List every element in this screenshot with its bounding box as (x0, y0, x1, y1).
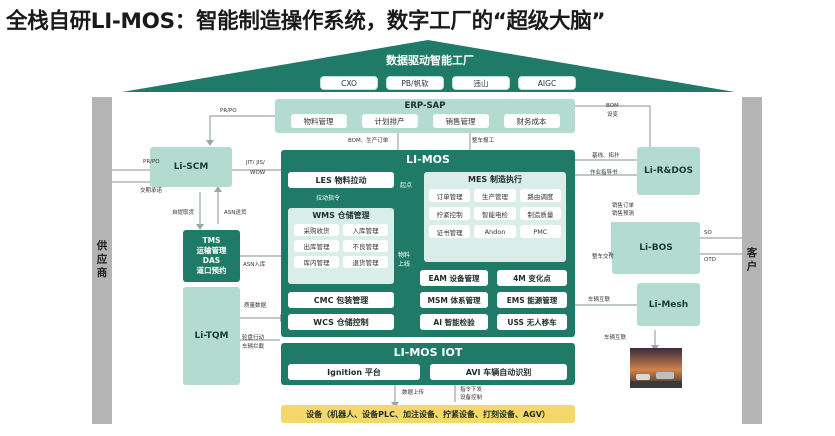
label-zhuishu: 车辆拦截 (242, 344, 265, 350)
label-shuju: 数据上传 (402, 390, 425, 396)
label-otd: OTD (704, 257, 716, 263)
li-scm-box: Li-SCM (150, 147, 232, 187)
erp-module-material: 物料管理 (290, 114, 347, 128)
label-shebei-kongzhi: 设备控制 (460, 395, 483, 401)
les-box: LES 物料拉动 (288, 172, 394, 188)
iot-avi: AVI 车辆自动识别 (430, 364, 567, 380)
mes-module-order: 订单管理 (429, 189, 471, 202)
das-subtitle: 道口预约 (196, 266, 227, 275)
roof-title: 数据驱动智能工厂 (386, 54, 474, 67)
wms-module-return: 退货管理 (343, 256, 388, 268)
label-wuliao: 物料 (398, 252, 411, 259)
label-la-kongzhi: 拉动指令 (316, 195, 341, 202)
wms-module-outbound: 出库管理 (294, 240, 339, 252)
mes-module-andon: Andon (474, 225, 516, 238)
label-cheliang-hulian: 车辆互联 (588, 297, 611, 303)
label-quality-data: 质量数据 (244, 303, 267, 309)
mes-title: MES 制造执行 (468, 175, 522, 184)
vehicle-photo (630, 348, 682, 388)
iot-ignition: Ignition 平台 (288, 364, 420, 380)
erp-module-finance: 财务成本 (503, 114, 560, 128)
label-gongyi: 设变 (607, 112, 619, 118)
tms-subtitle: 运输管理 (196, 246, 227, 255)
label-pr-po-top: PR/PO (220, 108, 237, 114)
label-jiaofu: 交期承诺 (140, 188, 163, 194)
label-guizheng: 轮盘行动 (242, 335, 265, 341)
das-title: DAS (202, 256, 221, 265)
mes-module-elec-test: 智能电检 (474, 207, 516, 220)
label-xiaoshou-yuce: 销售预测 (612, 211, 635, 217)
iot-title: LI-MOS IOT (393, 345, 463, 359)
customer-pillar: 客户 (742, 97, 762, 424)
label-zuoye: 作业指导书 (590, 170, 618, 176)
ems-box: EMS 能源管理 (497, 292, 567, 308)
mes-module-certificate: 证书管理 (429, 225, 471, 238)
label-cheliang-hulian-2: 车辆互联 (604, 335, 627, 341)
label-zhiling: 指令下发 (460, 387, 483, 393)
wms-module-inbound: 入库管理 (343, 224, 388, 236)
supplier-pillar: 供应商 (92, 97, 112, 424)
label-pr-po-left: PR/PO (143, 159, 160, 165)
label-bianhua: 基线、拓扑 (592, 153, 620, 159)
wcs-box: WCS 仓储控制 (288, 314, 394, 330)
roof-chip-cxo: CXO (320, 76, 378, 90)
wms-panel: WMS 仓储管理 采购收货 入库管理 出库管理 不良管理 库内管理 退货管理 (288, 208, 394, 284)
label-xiaoshou-dingdan: 销售订单 (612, 203, 635, 209)
label-so: SO (704, 230, 712, 236)
label-bom-prod: BOM、生产订单 (348, 138, 389, 144)
m4-box: 4M 变化点 (497, 270, 567, 286)
label-bom: BOM (606, 103, 619, 109)
mes-module-quality: 制造质量 (519, 207, 561, 220)
label-wow: WOW (250, 170, 266, 176)
li-rdos-box: Li-R&DOS (637, 147, 700, 195)
wms-module-receive: 采购收货 (294, 224, 339, 236)
erp-module-sales: 销售管理 (432, 114, 489, 128)
wms-module-inventory: 库内管理 (294, 256, 339, 268)
cmc-box: CMC 包装管理 (288, 292, 394, 308)
li-mesh-box: Li-Mesh (637, 283, 700, 326)
li-tqm-box: Li-TQM (183, 287, 240, 385)
erp-module-plan: 计划排产 (361, 114, 418, 128)
msm-box: MSM 体系管理 (420, 292, 488, 308)
erp-panel: ERP-SAP 物料管理 计划排产 销售管理 财务成本 (275, 99, 575, 133)
wms-title: WMS 仓储管理 (312, 211, 370, 220)
eam-box: EAM 设备管理 (420, 270, 488, 286)
label-zicheng: 自提取货 (172, 210, 195, 216)
label-zhengche: 整车报工 (472, 138, 495, 144)
li-bos-box: Li-BOS (612, 222, 700, 274)
mes-module-pmc: PMC (519, 225, 561, 238)
roof-chip-aigc: AIGC (518, 76, 576, 90)
label-asn-in: ASN入库 (243, 262, 266, 268)
mes-module-routing: 路由调度 (519, 189, 561, 202)
uss-box: USS 无人移车 (497, 314, 567, 330)
label-qidian: 起点 (400, 182, 413, 189)
erp-title: ERP-SAP (404, 101, 446, 111)
label-asn-send: ASN送货 (224, 210, 247, 216)
label-shangxian: 上线 (398, 261, 411, 268)
label-jit: JIT/ JIS/ (246, 160, 265, 166)
tms-title: TMS (202, 236, 221, 245)
wms-module-defect: 不良管理 (343, 240, 388, 252)
ai-box: AI 智能检验 (420, 314, 488, 330)
roof-chip-pb: PB/帆软 (386, 76, 444, 90)
label-zhengche-jiaofu: 整车交付 (592, 254, 615, 260)
roof-chip-weishan: 违山 (452, 76, 510, 90)
tms-box: TMS 运输管理 DAS 道口预约 (183, 230, 240, 282)
page-title: 全栈自研LI-MOS：智能制造操作系统，数字工厂的“超级大脑” (6, 9, 606, 34)
mes-module-tightening: 拧紧控制 (429, 207, 471, 220)
devices-bar: 设备（机器人、设备PLC、加注设备、拧紧设备、打刻设备、AGV） (281, 405, 575, 423)
mes-module-production: 生产管理 (474, 189, 516, 202)
mes-panel: MES 制造执行 订单管理 生产管理 路由调度 拧紧控制 智能电检 制造质量 证… (424, 172, 566, 262)
limos-title: LI-MOS (406, 152, 450, 166)
